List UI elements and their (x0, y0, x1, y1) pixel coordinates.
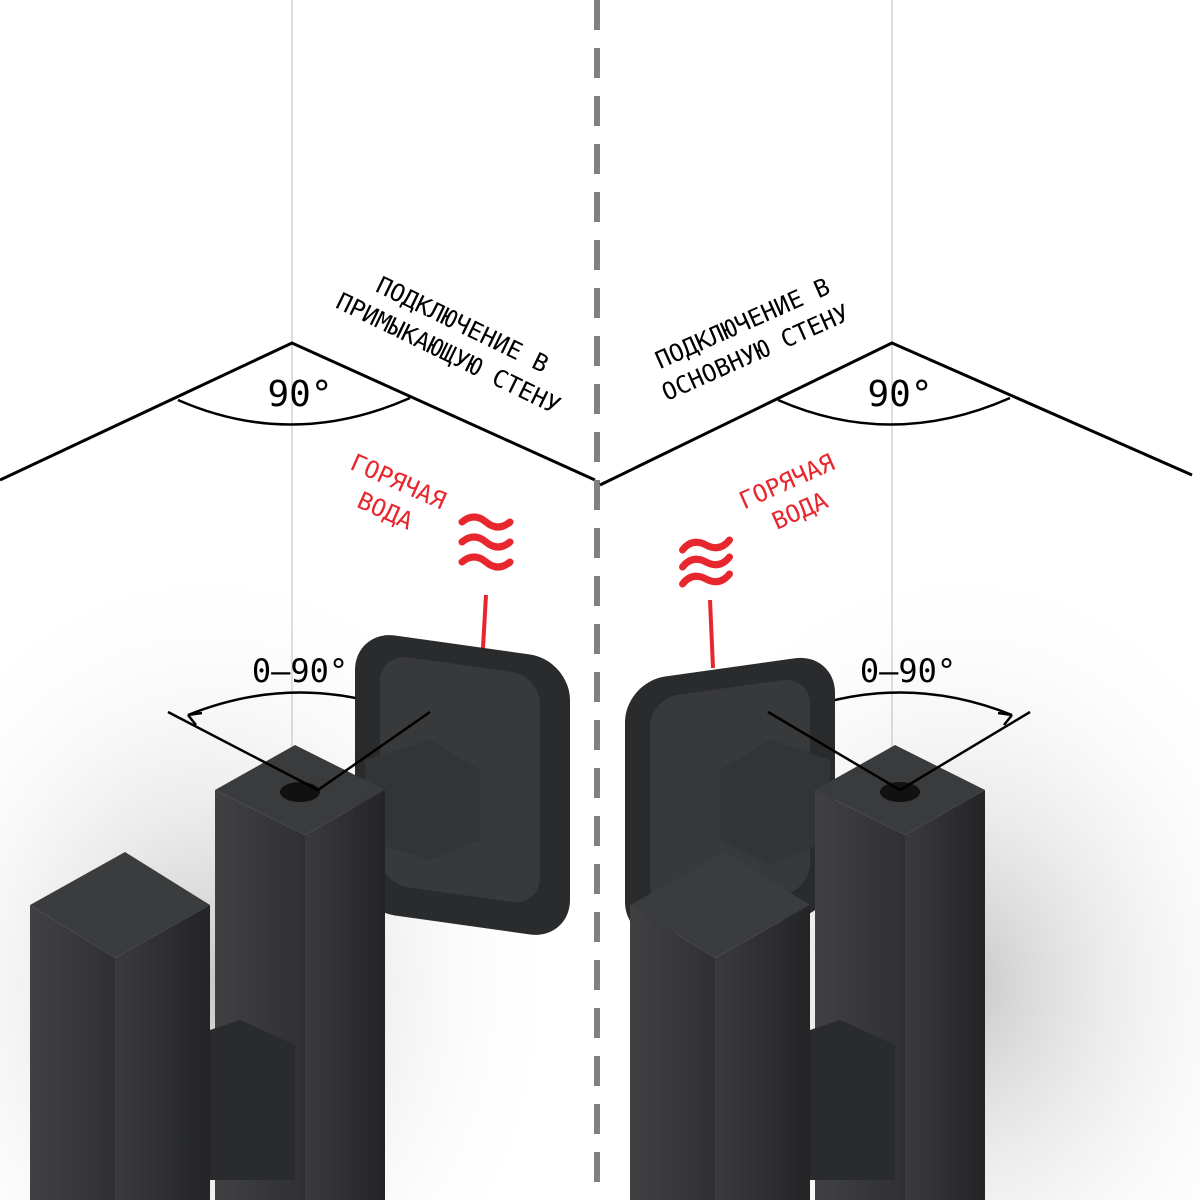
left-heat-waves-icon (458, 513, 514, 571)
right-valve-side (905, 790, 985, 1200)
right-valve-stem (880, 782, 920, 802)
right-heat-waves-icon (679, 536, 733, 588)
left-corner-arc (177, 396, 411, 426)
left-rotation-arrow-l (187, 711, 203, 726)
left-title: ПОДКЛЮЧЕНИЕ В ПРИМЫКАЮЩУЮ СТЕНУ (332, 271, 565, 420)
left-valve-stem (280, 782, 320, 802)
left-wall-outline (0, 341, 596, 482)
right-rotation-guide-a (767, 710, 901, 792)
left-union-nut (365, 740, 480, 860)
right-connector (810, 1020, 895, 1180)
right-wall-outline (599, 341, 1193, 487)
right-rotation-arrow-r (997, 711, 1013, 726)
left-connector (210, 1020, 295, 1180)
left-corner-angle: 90° (267, 374, 332, 415)
right-rail-top (630, 852, 810, 958)
right-rail-front (630, 905, 715, 1200)
right-corner-arc (777, 396, 1011, 426)
left-rail-top (30, 852, 210, 958)
right-corner-angle: 90° (867, 374, 932, 415)
left-rail-front (30, 905, 115, 1200)
left-rail-side (115, 905, 210, 1200)
right-rail-side (715, 905, 810, 1200)
right-title: ПОДКЛЮЧЕНИЕ В ОСНОВНУЮ СТЕНУ (651, 273, 854, 407)
left-rotation-label: 0–90° (252, 652, 348, 690)
right-union-nut (720, 740, 830, 865)
right-rotation-label: 0–90° (860, 652, 956, 690)
left-rotation-guide-b (317, 710, 431, 792)
left-valve-side (305, 790, 385, 1200)
right-rotation-guide-b (899, 710, 1031, 792)
right-hot-water-pointer (708, 599, 715, 669)
left-panel: 90° ПОДКЛЮЧЕНИЕ В ПРИМЫКАЮЩУЮ СТЕНУ ГОРЯ… (0, 0, 596, 1200)
right-panel: 90° ПОДКЛЮЧЕНИЕ В ОСНОВНУЮ СТЕНУ ГОРЯЧАЯ… (599, 0, 1200, 1200)
left-rotation-guide-a (167, 710, 319, 792)
